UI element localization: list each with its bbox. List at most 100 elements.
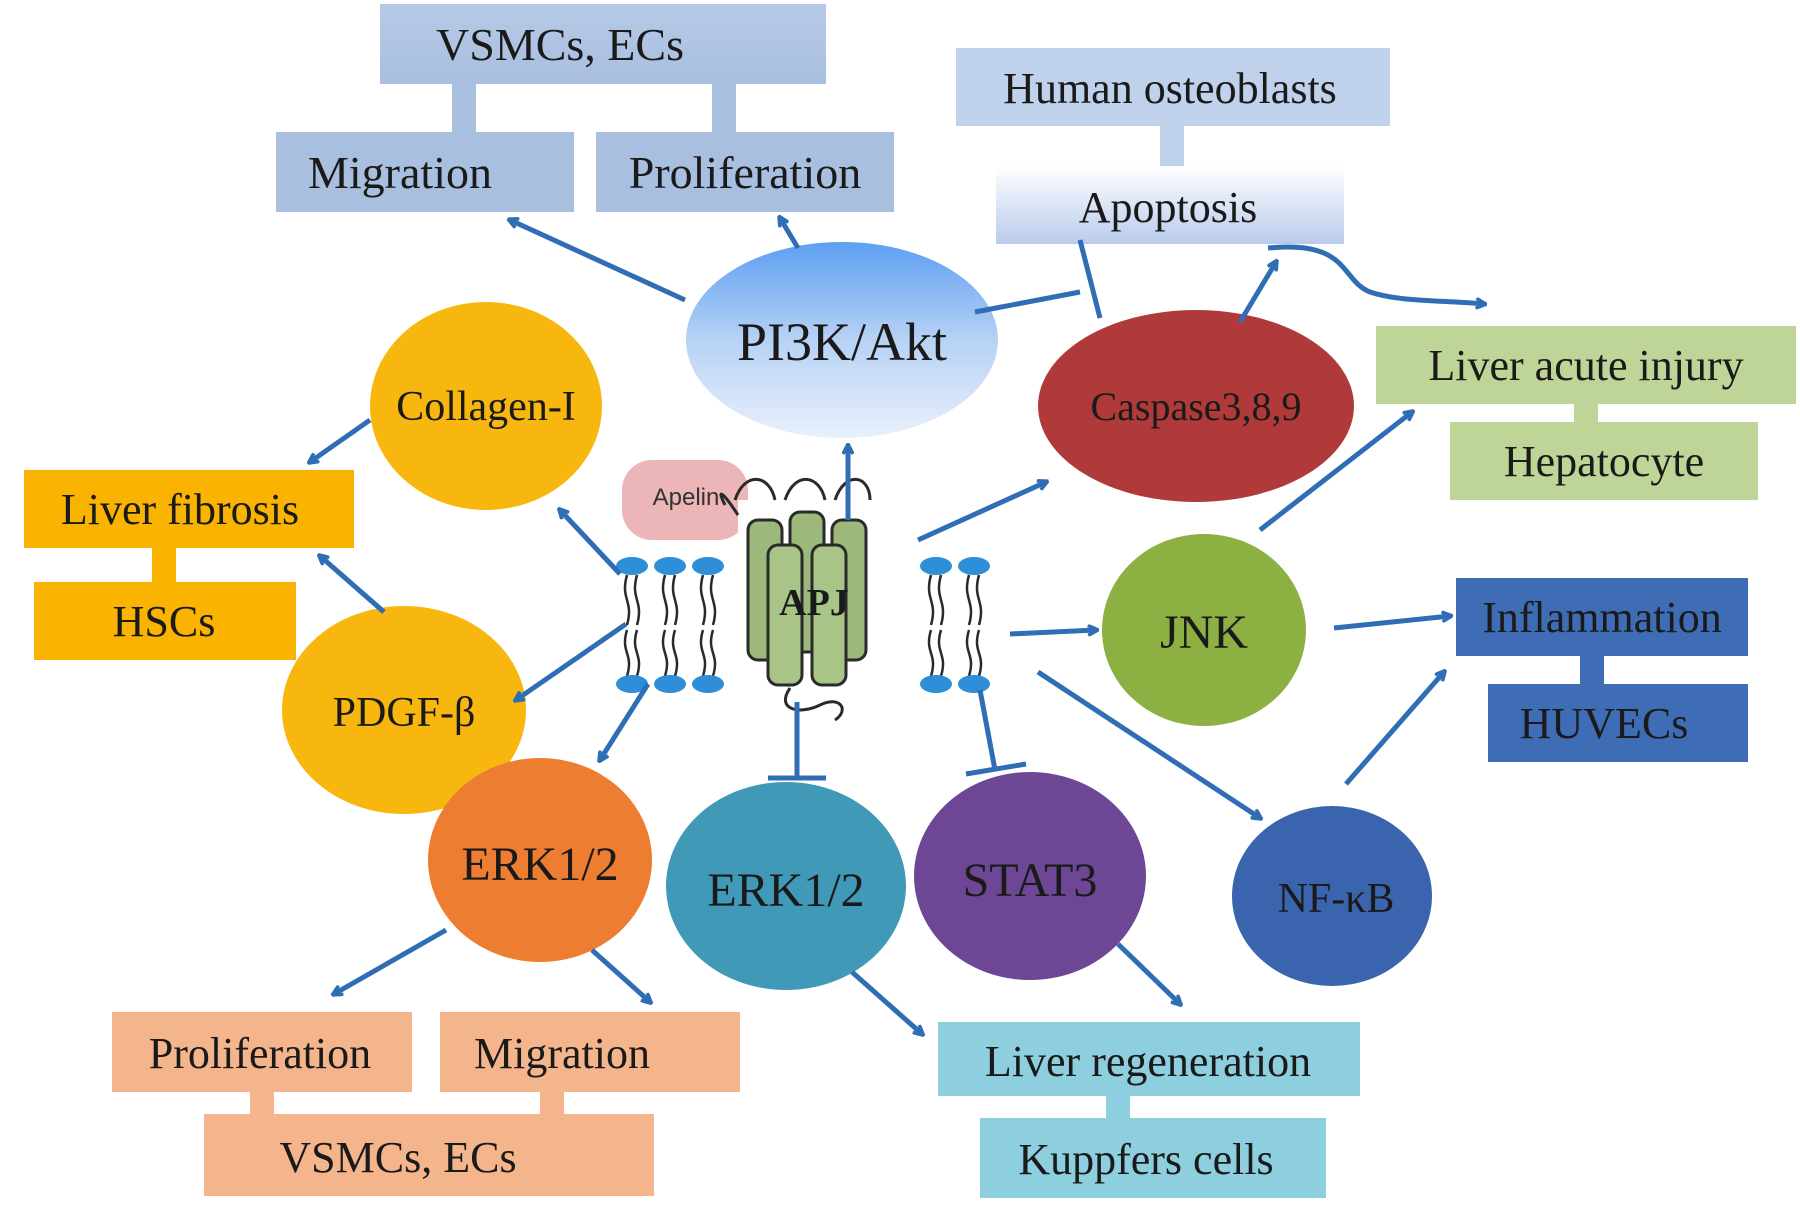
lipid-top-row xyxy=(616,557,990,626)
vsmc-ec-box-top xyxy=(380,4,826,84)
lipid-tail xyxy=(927,629,945,677)
pi3k-label: PI3K/Akt xyxy=(737,312,947,372)
vsmc-ec-box-bottom xyxy=(204,1114,654,1196)
arrow-pi3k-to-proliferation xyxy=(780,218,801,250)
arrow-apj-to-collagen xyxy=(560,510,622,576)
arrow-apj-to-jnk xyxy=(1009,630,1096,637)
connections xyxy=(310,218,1484,1034)
arrow-jnk-to-liver-injury xyxy=(1258,412,1412,532)
connector xyxy=(452,84,476,136)
arrow-nfkb-to-inflammation xyxy=(1344,672,1444,786)
connector xyxy=(1160,124,1184,168)
pdgf-ellipse xyxy=(282,606,526,814)
apelin-blob xyxy=(622,460,748,540)
pdgf-label: PDGF-β xyxy=(333,690,476,736)
lipid-head xyxy=(692,675,724,693)
pdgf-node: PDGF-β xyxy=(282,606,526,814)
arrow-erk-left-to-migration xyxy=(590,948,650,1002)
erk-mid-node: ERK1/2 xyxy=(666,782,906,990)
pi3k-ellipse xyxy=(686,242,998,438)
receptor-n-terminus xyxy=(719,492,740,516)
nfkb-ellipse xyxy=(1232,806,1432,986)
caspase-label: Caspase3,8,9 xyxy=(1090,384,1301,429)
lipid-head xyxy=(654,557,686,575)
connector xyxy=(1580,654,1604,684)
arrow-stat3-to-regeneration xyxy=(1116,942,1180,1004)
receptor-c-terminus xyxy=(783,687,844,722)
jnk-node: JNK xyxy=(1102,534,1306,726)
apoptosis-group: Human osteoblasts Apoptosis xyxy=(956,48,1390,244)
arrow-apj-to-caspase xyxy=(916,482,1046,543)
vsmc-ec-label-top: VSMCs, ECs xyxy=(436,19,684,70)
liver-regeneration-label: Liver regeneration xyxy=(985,1037,1311,1086)
jnk-label: JNK xyxy=(1160,606,1248,659)
pi3k-node: PI3K/Akt xyxy=(686,242,998,438)
erk-left-ellipse xyxy=(428,758,652,962)
arrow-caspase-to-apoptosis xyxy=(1237,262,1276,324)
proliferation-box-bottom xyxy=(112,1012,412,1092)
inhibit-apj-stat3 xyxy=(977,689,998,771)
lipid-tail xyxy=(623,574,641,626)
apoptosis-box xyxy=(996,166,1344,244)
osteoblasts-label: Human osteoblasts xyxy=(1003,64,1337,113)
migration-box-bottom xyxy=(440,1012,740,1092)
nfkb-node: NF-κB xyxy=(1232,806,1432,986)
lipid-tail xyxy=(927,574,945,626)
lipid-tail xyxy=(965,629,983,677)
connector xyxy=(540,1090,564,1116)
collagen-label: Collagen-I xyxy=(396,384,576,430)
arrow-jnk-to-inflammation xyxy=(1333,616,1450,631)
caspase-node: Caspase3,8,9 xyxy=(1038,310,1354,502)
inhibit-pi3k-apoptosis xyxy=(974,289,1081,315)
kuppfers-label: Kuppfers cells xyxy=(1018,1135,1273,1184)
inflammation-label: Inflammation xyxy=(1482,593,1722,642)
hscs-box xyxy=(34,582,296,660)
arrow-erk-left-to-proliferation xyxy=(334,927,448,994)
erk-left-node: ERK1/2 xyxy=(428,758,652,962)
lipid-tail xyxy=(699,629,717,677)
liver-fibrosis-box xyxy=(24,470,354,548)
proliferation-label-bottom: Proliferation xyxy=(149,1029,371,1078)
lipid-head xyxy=(958,675,990,693)
inflammation-group: Inflammation HUVECs xyxy=(1456,578,1748,762)
arrow-pi3k-to-migration xyxy=(510,220,687,303)
apj-receptor: APJ xyxy=(719,477,898,722)
lipid-bottom-row xyxy=(616,629,990,693)
stat3-node: STAT3 xyxy=(914,772,1146,980)
liver-regeneration-group: Liver regeneration Kuppfers cells xyxy=(938,1022,1360,1198)
vsmc-ec-label-bottom: VSMCs, ECs xyxy=(279,1133,516,1182)
inflammation-box xyxy=(1456,578,1748,656)
arrow-pdgf-to-fibrosis xyxy=(320,556,386,614)
liver-regeneration-box xyxy=(938,1022,1360,1096)
top-left-vsmc-group: VSMCs, ECs Migration Proliferation xyxy=(276,4,894,212)
arrow-apoptosis-to-liver-injury xyxy=(1267,244,1484,304)
caspase-ellipse xyxy=(1038,310,1354,502)
receptor-helix xyxy=(766,543,804,687)
liver-fibrosis-label: Liver fibrosis xyxy=(61,485,299,534)
lipid-tail xyxy=(965,574,983,626)
migration-label-bottom: Migration xyxy=(474,1029,650,1078)
lipid-head xyxy=(920,557,952,575)
osteoblasts-box xyxy=(956,48,1390,126)
huvecs-label: HUVECs xyxy=(1520,699,1689,748)
apj-label: APJ xyxy=(779,582,849,624)
lipid-tail xyxy=(661,629,679,677)
kuppfers-box xyxy=(980,1118,1326,1198)
jnk-ellipse xyxy=(1102,534,1306,726)
arrow-erk-mid-to-regeneration xyxy=(850,970,922,1034)
collagen-node: Collagen-I xyxy=(370,302,602,510)
receptor-helix xyxy=(810,543,848,687)
migration-box-top xyxy=(276,132,574,212)
proliferation-box-top xyxy=(596,132,894,212)
apelin-ligand: Apelin xyxy=(622,460,748,540)
lipid-head xyxy=(654,675,686,693)
connector xyxy=(1106,1094,1130,1120)
hepatocyte-box xyxy=(1450,422,1758,500)
liver-injury-box xyxy=(1376,326,1796,404)
lipid-tail xyxy=(623,629,641,677)
lipid-head xyxy=(958,557,990,575)
lipid-tail xyxy=(699,574,717,626)
arrow-collagen-to-fibrosis xyxy=(310,417,372,462)
arrow-apj-to-nfkb xyxy=(1036,669,1260,818)
